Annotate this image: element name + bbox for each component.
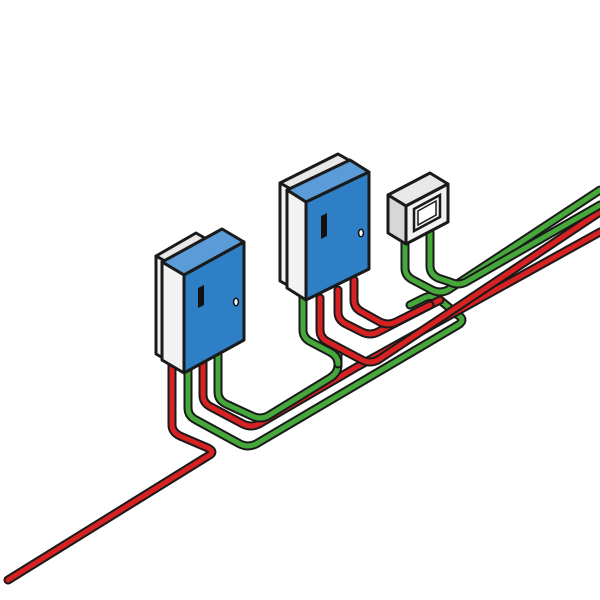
distribution-cabinet-left bbox=[154, 227, 246, 375]
cabinet-middle-lock bbox=[357, 228, 365, 238]
red-feeder-cable bbox=[3, 355, 217, 585]
green-cable-left bbox=[183, 291, 467, 451]
junction-box bbox=[386, 171, 450, 246]
cabinet-left-lock bbox=[232, 297, 240, 307]
red-cable-middle bbox=[315, 207, 600, 367]
red-cable-middle-3 bbox=[349, 275, 435, 329]
cabinet-middle-handle bbox=[321, 213, 327, 239]
green-cable-middle bbox=[298, 287, 343, 369]
cabinet-middle-body bbox=[285, 158, 371, 302]
junction-box-window bbox=[412, 192, 442, 234]
distribution-cabinet-middle bbox=[278, 152, 371, 302]
cable-layer bbox=[3, 185, 600, 585]
cabinet-left-handle bbox=[198, 285, 204, 308]
green-cable-left-upper bbox=[213, 347, 343, 423]
green-cable-junction bbox=[400, 185, 600, 297]
cabinet-left-body bbox=[160, 227, 246, 375]
red-cable-middle-2 bbox=[333, 285, 445, 339]
red-cable-left bbox=[198, 227, 600, 431]
green-cable-junction-2 bbox=[425, 200, 600, 289]
